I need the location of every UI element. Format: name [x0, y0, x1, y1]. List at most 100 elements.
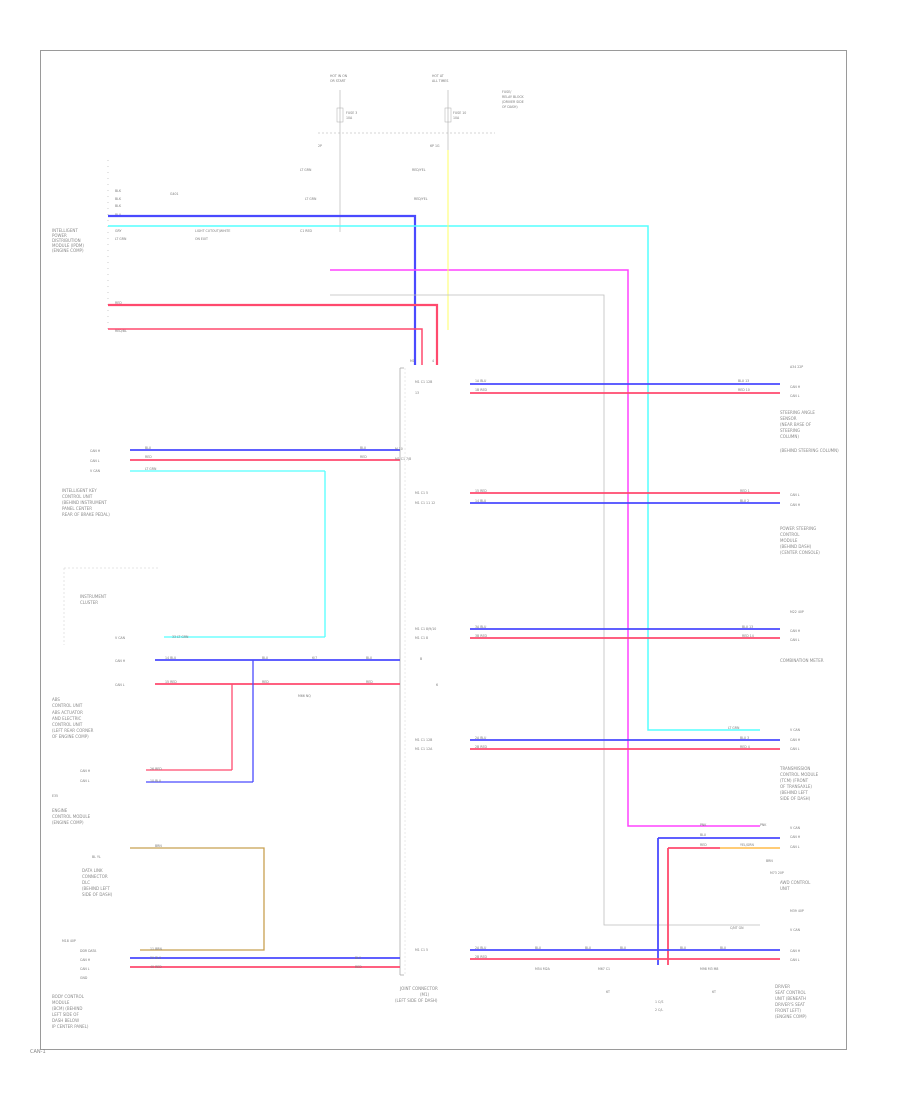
- svg-text:HOT AT: HOT AT: [432, 74, 444, 78]
- svg-text:33 LT GRN: 33 LT GRN: [172, 635, 189, 639]
- svg-text:POWER: POWER: [52, 233, 67, 238]
- svg-text:SIDE OF DASH): SIDE OF DASH): [82, 892, 113, 897]
- svg-text:(BEHIND INSTRUMENT: (BEHIND INSTRUMENT: [62, 500, 107, 505]
- svg-text:LEFT SIDE OF: LEFT SIDE OF: [52, 1012, 79, 1017]
- svg-text:E35: E35: [52, 794, 58, 798]
- svg-text:15 RED: 15 RED: [165, 680, 177, 684]
- svg-text:M39 40P: M39 40P: [790, 909, 804, 913]
- joint-connector-label-2: (M1): [420, 992, 430, 997]
- svg-text:GRY: GRY: [115, 229, 121, 233]
- svg-text:(LEFT REAR CORNER: (LEFT REAR CORNER: [52, 728, 94, 733]
- svg-text:CAN H: CAN H: [790, 503, 801, 507]
- svg-text:BLU: BLU: [585, 946, 592, 950]
- svg-text:1 C/S: 1 C/S: [655, 1000, 663, 1004]
- svg-text:C1 RED: C1 RED: [300, 229, 312, 233]
- svg-text:RED 4: RED 4: [740, 745, 750, 749]
- svg-text:RED 10: RED 10: [738, 388, 750, 392]
- svg-text:OF DASH): OF DASH): [502, 105, 518, 109]
- svg-text:10A: 10A: [453, 116, 460, 120]
- svg-text:6/7: 6/7: [312, 656, 317, 660]
- svg-text:M1 C1 12A: M1 C1 12A: [415, 747, 433, 751]
- svg-text:CAN L: CAN L: [790, 638, 800, 642]
- svg-text:DRIVER'S SEAT: DRIVER'S SEAT: [775, 1002, 805, 1007]
- svg-text:FUSE 3: FUSE 3: [346, 111, 357, 115]
- svg-text:MODULE: MODULE: [780, 538, 798, 543]
- svg-text:ENGINE: ENGINE: [52, 808, 68, 813]
- svg-text:LT GRN: LT GRN: [115, 237, 127, 241]
- svg-text:6: 6: [436, 683, 438, 687]
- svg-text:2 C/L: 2 C/L: [655, 1008, 663, 1012]
- svg-text:39 BLU: 39 BLU: [150, 956, 162, 960]
- svg-text:40 RED: 40 RED: [150, 965, 162, 969]
- svg-text:2A BLU: 2A BLU: [475, 946, 487, 950]
- svg-text:IP CENTER PANEL): IP CENTER PANEL): [52, 1024, 89, 1029]
- svg-text:CAN L: CAN L: [790, 845, 800, 849]
- joint-connector-label: JOINT CONNECTOR: [399, 986, 438, 991]
- svg-text:(BCM) (BEHIND: (BCM) (BEHIND: [52, 1006, 82, 1011]
- svg-text:DATA LINK: DATA LINK: [82, 868, 103, 873]
- svg-text:AWD CONTROL: AWD CONTROL: [780, 880, 811, 885]
- svg-text:ON EXIT: ON EXIT: [195, 237, 208, 241]
- svg-text:6T: 6T: [606, 990, 610, 994]
- svg-text:SEAT CONTROL: SEAT CONTROL: [775, 990, 807, 995]
- svg-text:BLU: BLU: [620, 946, 627, 950]
- svg-text:CAN L: CAN L: [80, 967, 90, 971]
- svg-text:BLU 13: BLU 13: [742, 625, 753, 629]
- svg-text:CONTROL MODULE: CONTROL MODULE: [52, 814, 91, 819]
- svg-text:COMBINATION METER: COMBINATION METER: [780, 658, 824, 663]
- svg-text:M73 20P: M73 20P: [770, 871, 784, 875]
- svg-text:RELAY BLOCK: RELAY BLOCK: [502, 95, 525, 99]
- svg-text:UNIT (BENEATH: UNIT (BENEATH: [775, 996, 806, 1001]
- svg-text:CONNECTOR: CONNECTOR: [82, 874, 108, 879]
- svg-text:15 RED: 15 RED: [475, 489, 487, 493]
- branch-bottom-right: M1 C1 5 2A BLU 2B RED BLU BLU BLU BLU BL…: [415, 909, 807, 1019]
- svg-text:M1 C1 12B: M1 C1 12B: [415, 738, 432, 742]
- magenta-wire: [330, 269, 760, 827]
- svg-text:V CAN: V CAN: [90, 469, 101, 473]
- svg-text:10 BLU: 10 BLU: [150, 779, 162, 783]
- svg-text:RED/YEL: RED/YEL: [414, 197, 428, 201]
- svg-text:CAN L: CAN L: [790, 958, 800, 962]
- svg-text:2A BLU: 2A BLU: [475, 736, 487, 740]
- svg-text:BLK: BLK: [115, 197, 122, 201]
- svg-text:ABS: ABS: [52, 697, 60, 702]
- fuse-area: HOT IN ON OR START HOT AT ALL TIMES FUSE…: [300, 74, 525, 232]
- svg-text:BLU: BLU: [366, 656, 373, 660]
- svg-text:4: 4: [432, 359, 434, 363]
- svg-text:BLU: BLU: [700, 833, 707, 837]
- gray-wire: [330, 294, 760, 926]
- svg-text:BLU: BLU: [535, 946, 542, 950]
- svg-text:UNIT: UNIT: [780, 886, 790, 891]
- svg-text:13: 13: [415, 391, 419, 395]
- svg-text:CLUSTER: CLUSTER: [80, 600, 98, 605]
- svg-text:DRIVER: DRIVER: [775, 984, 790, 989]
- svg-text:B: B: [420, 657, 422, 661]
- svg-text:INTELLIGENT KEY: INTELLIGENT KEY: [62, 488, 97, 493]
- svg-text:ALL TIMES: ALL TIMES: [432, 79, 448, 83]
- svg-text:CAN H: CAN H: [790, 949, 801, 953]
- svg-text:RED: RED: [700, 843, 707, 847]
- svg-text:M1 C1 8: M1 C1 8: [415, 636, 428, 640]
- svg-text:RED 1: RED 1: [740, 489, 750, 493]
- svg-text:RED: RED: [262, 680, 269, 684]
- diagram-frame: [40, 50, 847, 1050]
- svg-text:ABS ACTUATOR: ABS ACTUATOR: [52, 710, 83, 715]
- svg-text:PANEL CENTER: PANEL CENTER: [62, 506, 92, 511]
- svg-text:BLU: BLU: [680, 946, 687, 950]
- svg-text:CAN H: CAN H: [80, 769, 91, 773]
- svg-text:3B RED: 3B RED: [475, 634, 487, 638]
- svg-text:MODULE (IPDM): MODULE (IPDM): [52, 243, 84, 248]
- svg-text:CAN H: CAN H: [790, 629, 801, 633]
- svg-text:CONTROL UNIT: CONTROL UNIT: [62, 494, 93, 499]
- svg-text:HOT IN ON: HOT IN ON: [330, 74, 348, 78]
- svg-text:CAN L: CAN L: [115, 683, 125, 687]
- svg-text:YEL/GRN: YEL/GRN: [740, 843, 754, 847]
- svg-text:BLU 2: BLU 2: [740, 499, 749, 503]
- svg-text:FUSE 10: FUSE 10: [453, 111, 466, 115]
- svg-text:(TCM) (FRONT: (TCM) (FRONT: [780, 778, 809, 783]
- svg-text:BLK: BLK: [115, 189, 122, 193]
- svg-text:(DRIVER SIDE: (DRIVER SIDE: [502, 100, 524, 104]
- svg-text:MODULE: MODULE: [52, 1000, 70, 1005]
- svg-text:2B RED: 2B RED: [475, 955, 487, 959]
